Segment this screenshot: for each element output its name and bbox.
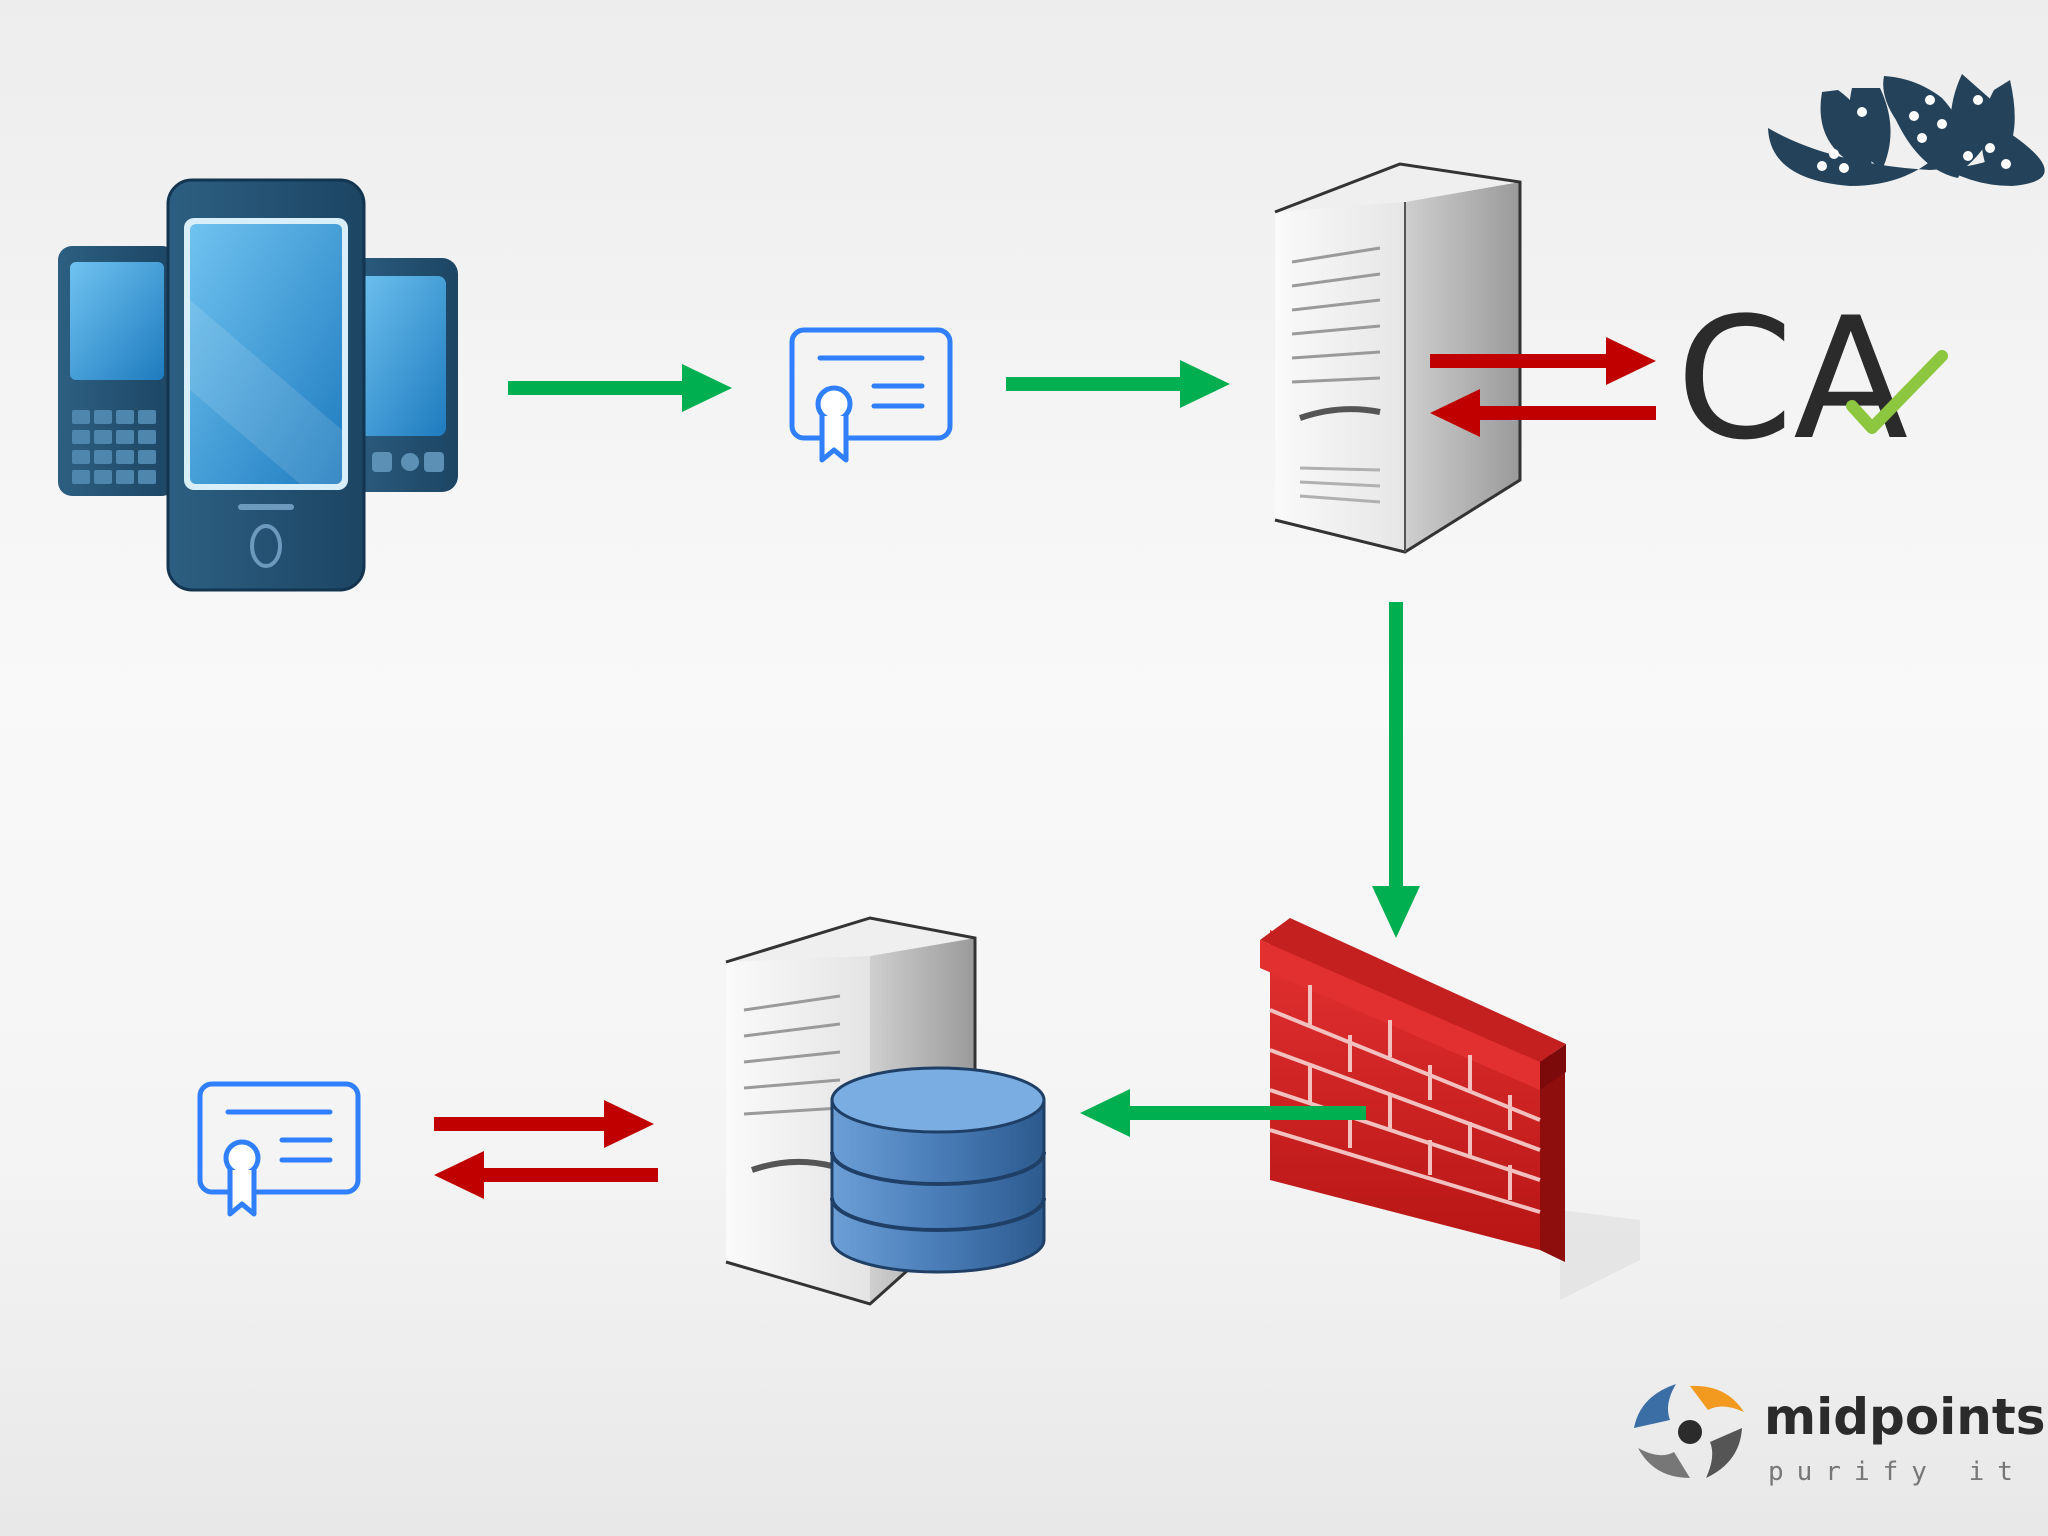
check-icon: [1846, 350, 1948, 434]
arrow-ca-to-server: [1430, 389, 1656, 437]
certificate-icon: [197, 1081, 361, 1217]
lotus-logo: [1768, 74, 2045, 186]
arrow-server-to-firewall: [1372, 602, 1420, 938]
ca-label: CA: [1676, 281, 1908, 477]
ca-logo: CA: [1676, 281, 1948, 477]
arrow-server-to-ca: [1430, 337, 1656, 385]
arrow-firewall-to-database: [1080, 1089, 1366, 1137]
arrow-devices-to-certificate: [508, 364, 732, 412]
brand-tagline: purify it: [1768, 1457, 2026, 1487]
midpoints-logo: midpoints purify it: [1634, 1384, 2046, 1487]
brand-name: midpoints: [1764, 1388, 2046, 1446]
certificate-icon: [789, 327, 953, 463]
arrow-certificate-to-database: [434, 1100, 654, 1148]
arrow-database-to-certificate: [434, 1151, 658, 1199]
database-server-icon: [725, 916, 1046, 1306]
database-icon: [830, 1066, 1046, 1274]
firewall-icon: [1260, 918, 1640, 1300]
midpoints-swirl-icon: [1634, 1384, 1744, 1478]
arrow-certificate-to-server: [1006, 360, 1230, 408]
mobile-devices-icon: [58, 178, 458, 592]
